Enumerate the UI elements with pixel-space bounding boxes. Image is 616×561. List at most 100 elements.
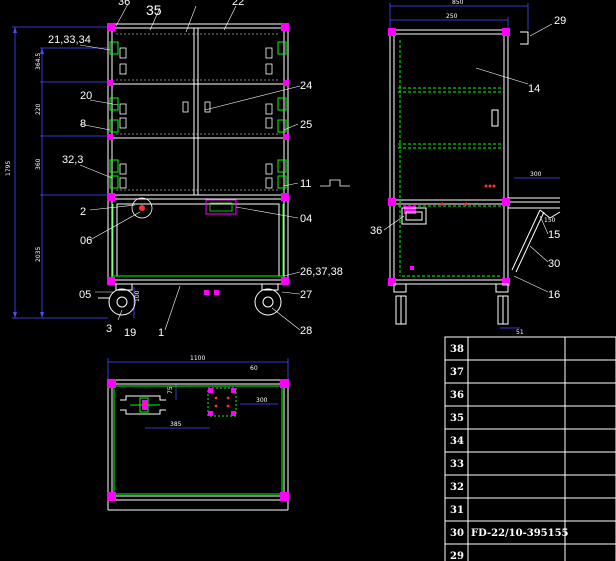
dim-width: 1100 (190, 355, 205, 362)
front-dim-text: 1795 364.5 220 360 2035 100 (5, 53, 141, 302)
front-green-profiles (109, 41, 287, 277)
front-corner-joints (107, 23, 289, 295)
table-row-number: 35 (450, 413, 464, 424)
dim-side: 100 (134, 290, 141, 302)
callout-25: 25 (300, 119, 312, 131)
callout-32: 32,3 (62, 154, 83, 166)
parts-table-rows: 38 37 36 35 34 33 (450, 344, 569, 561)
dim-75: 75 (167, 386, 174, 394)
front-drawer-handle (205, 199, 237, 215)
front-left-caster (98, 283, 136, 316)
table-row-code: FD-22/10-395155 (471, 528, 569, 539)
callout-3: 3 (106, 323, 112, 335)
top-dim-text: 1100 60 385 300 75 (167, 355, 268, 428)
callout-22: 22 (232, 0, 244, 8)
callout-11: 11 (300, 178, 311, 190)
dim-300: 300 (256, 397, 268, 404)
callout-28: 28 (300, 325, 312, 337)
table-row-number: 29 (450, 551, 464, 561)
dim-h2: 220 (35, 103, 42, 115)
front-dimension-arrows (13, 27, 44, 318)
callout-36-front: 36 (118, 0, 130, 8)
callout-21: 21,33,34 (48, 34, 91, 46)
side-left-caster (393, 283, 407, 325)
table-row: 37 (450, 367, 464, 378)
front-view: 36 35 22 21,33,34 20 8 32,3 2 06 05 3 19… (5, 0, 350, 339)
callout-05: 05 (79, 289, 91, 301)
table-row-number: 34 (450, 436, 464, 447)
callout-8: 8 (80, 118, 86, 130)
front-cabinet-frame (107, 23, 289, 285)
callout-27: 27 (300, 289, 312, 301)
callout-36-side: 36 (370, 225, 382, 237)
callout-1: 1 (158, 327, 164, 339)
dim-385: 385 (170, 421, 182, 428)
callout-06: 06 (80, 235, 92, 247)
callout-04: 04 (300, 213, 312, 225)
dim-h1: 364.5 (35, 53, 42, 70)
table-row: 38 (450, 344, 464, 355)
side-frame (389, 29, 561, 285)
front-connector (128, 197, 156, 219)
top-dimension-lines (107, 358, 289, 429)
callout-20: 20 (80, 90, 92, 102)
table-row: 36 (450, 390, 464, 401)
side-dim-text: 850 250 300 51 150 (446, 0, 556, 336)
front-step-mark (320, 179, 350, 187)
dim-h3: 360 (35, 158, 42, 170)
callout-14: 14 (528, 83, 540, 95)
table-row: 33 (450, 459, 464, 470)
table-row-number: 36 (450, 390, 464, 401)
parts-table-grid (444, 336, 616, 561)
callout-16: 16 (548, 289, 560, 301)
table-row: 35 (450, 413, 464, 424)
side-green-rails (398, 40, 504, 277)
side-joints (388, 28, 510, 286)
table-row-number: 33 (450, 459, 464, 470)
front-callouts: 36 35 22 21,33,34 20 8 32,3 2 06 05 3 19… (48, 0, 343, 339)
front-leaders (79, 3, 301, 331)
front-shelf-lines (116, 33, 280, 191)
dim-h4: 2035 (35, 247, 42, 262)
table-row-number: 37 (450, 367, 464, 378)
table-row: 31 (450, 505, 464, 516)
table-row-number: 38 (450, 344, 464, 355)
side-view: 29 14 36 15 30 16 850 250 300 51 150 (370, 0, 566, 336)
callout-29: 29 (554, 15, 566, 27)
side-leaders (383, 23, 553, 293)
side-red-marks (440, 184, 496, 206)
table-row-number: 30 (450, 528, 464, 539)
table-row: 34 (450, 436, 464, 447)
top-frame (107, 379, 289, 511)
side-right-caster (495, 283, 509, 325)
callout-24: 24 (300, 80, 312, 92)
side-callouts: 29 14 36 15 30 16 (370, 15, 566, 301)
callout-19: 19 (124, 327, 136, 339)
callout-26: 26,37,38 (300, 266, 343, 278)
callout-2: 2 (80, 206, 86, 218)
table-row-number: 31 (450, 505, 464, 516)
dim-top-outer: 850 (452, 0, 464, 6)
table-row: 29 (450, 551, 464, 561)
parts-table: 38 37 36 35 34 33 (444, 336, 616, 561)
callout-30: 30 (548, 258, 560, 270)
front-right-caster (254, 283, 282, 316)
dim-small: 150 (544, 217, 556, 224)
dim-total-height: 1795 (5, 161, 12, 176)
side-dimension-lines (389, 3, 560, 329)
table-row: 32 (450, 482, 464, 493)
callout-35: 35 (146, 2, 162, 18)
table-row-number: 32 (450, 482, 464, 493)
top-red-marks (143, 396, 230, 408)
front-dimension-lines (12, 26, 135, 319)
dim-top-inner: 250 (446, 13, 458, 20)
front-hinges (119, 47, 273, 189)
dim-60: 60 (250, 365, 258, 372)
top-green-details (113, 385, 283, 495)
top-view: 1100 60 385 300 75 (107, 355, 289, 511)
dim-foot: 51 (516, 329, 524, 336)
side-bracket (401, 207, 427, 225)
table-row: 30 FD-22/10-395155 (450, 528, 569, 539)
dim-shelf: 300 (530, 171, 542, 178)
